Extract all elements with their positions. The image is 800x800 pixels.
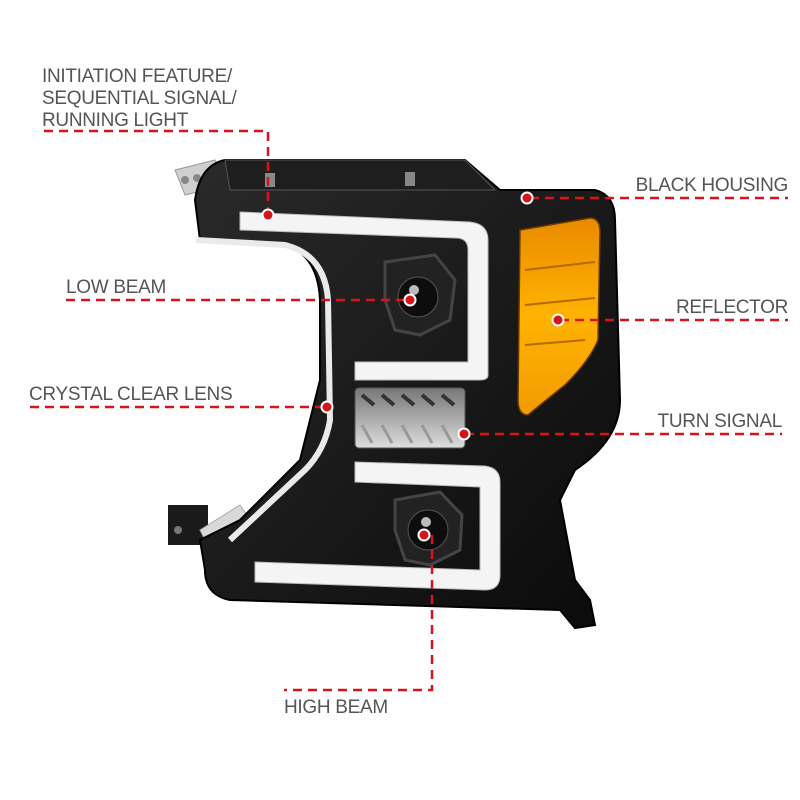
turn-signal-module (354, 387, 466, 449)
led-light-bar-upper (239, 211, 489, 381)
label-line: SEQUENTIAL SIGNAL/ (42, 88, 237, 109)
low-beam-projector (383, 253, 457, 337)
label-crystal-clear-lens: CRYSTAL CLEAR LENS (29, 384, 233, 405)
label-initiation-feature: INITIATION FEATURE/ SEQUENTIAL SIGNAL/ R… (42, 66, 237, 132)
label-line: INITIATION FEATURE/ (42, 66, 232, 87)
label-high-beam: HIGH BEAM (284, 697, 388, 718)
high-beam-projector (393, 490, 464, 567)
callout-dots (261, 191, 565, 542)
label-black-housing: BLACK HOUSING (635, 175, 789, 196)
label-line: RUNNING LIGHT (42, 110, 188, 131)
label-reflector: REFLECTOR (675, 297, 788, 318)
led-light-bar-lower (254, 461, 501, 591)
callout-lines (30, 129, 788, 692)
label-turn-signal: TURN SIGNAL (657, 411, 783, 432)
label-low-beam: LOW BEAM (66, 277, 167, 298)
